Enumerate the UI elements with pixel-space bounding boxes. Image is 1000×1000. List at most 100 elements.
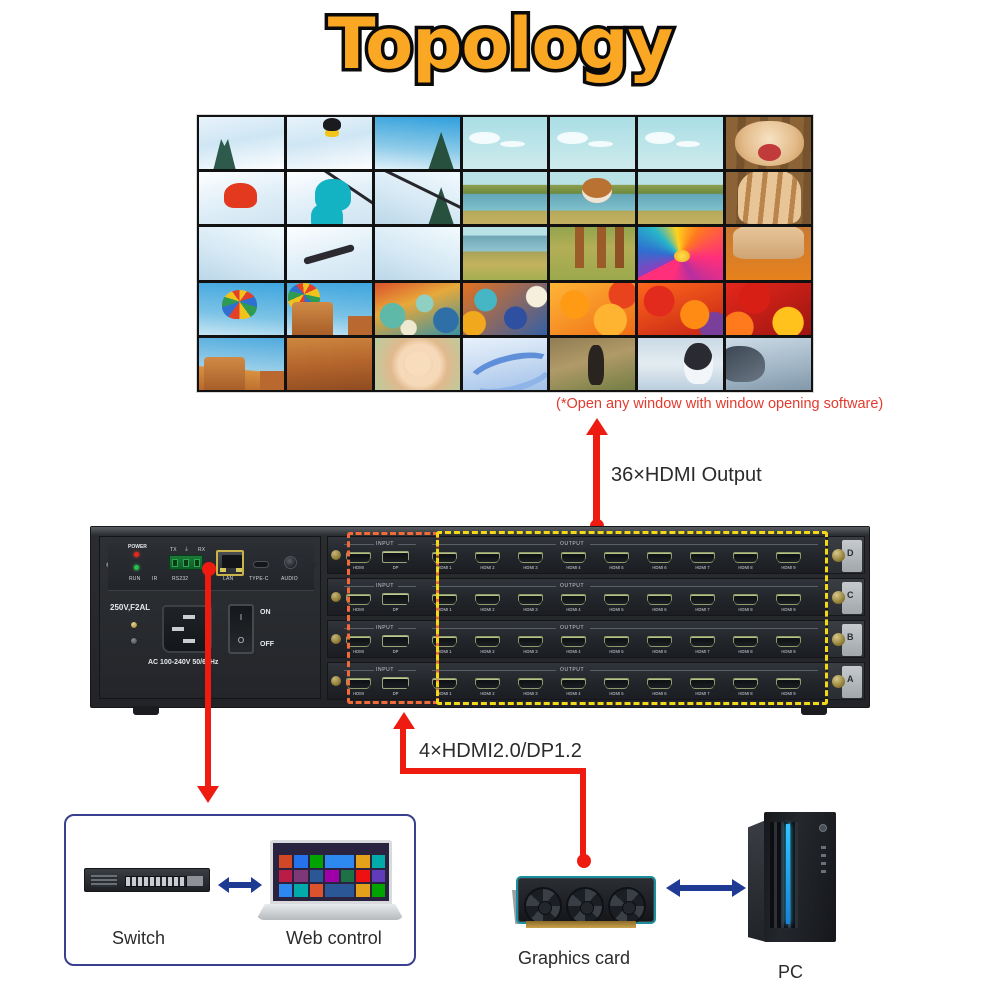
wall-screen [550, 227, 636, 280]
input-section-label: INPUT [376, 583, 394, 589]
gpu-fan-icon [524, 887, 562, 925]
card-slot-ear[interactable]: B [827, 620, 865, 658]
input-dp-port[interactable] [382, 635, 409, 647]
output-hdmi-port[interactable] [432, 678, 457, 689]
output-hdmi-port[interactable] [561, 594, 586, 605]
output-hdmi-port[interactable] [647, 594, 672, 605]
output-hdmi-port[interactable] [733, 552, 758, 563]
card-slot-ear[interactable]: C [827, 578, 865, 616]
output-hdmi-label: HDMI 1 [437, 607, 452, 612]
lan-arrow-head [197, 786, 219, 803]
switch-off-label: OFF [260, 641, 274, 648]
card-thumbscrew[interactable] [331, 676, 341, 686]
power-led-label: POWER [128, 544, 147, 550]
output-hdmi-port[interactable] [518, 594, 543, 605]
card-thumbscrew[interactable] [331, 592, 341, 602]
input-rule-right [398, 670, 416, 671]
output-hdmi-port[interactable] [475, 552, 500, 563]
output-hdmi-port[interactable] [647, 552, 672, 563]
output-section-label: OUTPUT [560, 625, 585, 631]
lan-port[interactable] [216, 550, 244, 576]
output-hdmi-port[interactable] [776, 552, 801, 563]
input-hdmi-port[interactable] [346, 552, 371, 563]
network-switch-device [84, 868, 210, 892]
output-hdmi-port[interactable] [776, 594, 801, 605]
input-count-label: 4×HDMI2.0/DP1.2 [419, 740, 582, 762]
card-thumbscrew[interactable] [331, 550, 341, 560]
output-hdmi-port[interactable] [733, 636, 758, 647]
output-hdmi-port[interactable] [604, 678, 629, 689]
laptop-screen [270, 840, 392, 904]
output-hdmi-port[interactable] [776, 636, 801, 647]
output-hdmi-port[interactable] [561, 552, 586, 563]
card-slot-ears: D C B A [823, 536, 867, 700]
output-hdmi-port[interactable] [518, 678, 543, 689]
card-thumbscrew[interactable] [331, 634, 341, 644]
pc-tower-device [748, 812, 836, 942]
gpu-shroud [518, 878, 654, 925]
input-dp-port[interactable] [382, 551, 409, 563]
input-rule-left [344, 544, 374, 545]
input-rule-left [344, 586, 374, 587]
ear-thumbscrew[interactable] [832, 549, 845, 562]
output-hdmi-port[interactable] [604, 552, 629, 563]
card-slot-ear[interactable]: A [827, 662, 865, 700]
io-card[interactable]: INPUT HDMI DP OUTPUT HDMI 1 HDMI 2 HDMI … [327, 662, 827, 700]
output-rule-left [432, 670, 556, 671]
output-hdmi-port[interactable] [690, 552, 715, 563]
output-hdmi-port[interactable] [561, 636, 586, 647]
windows-tiles [279, 855, 385, 897]
output-hdmi-port[interactable] [647, 678, 672, 689]
output-hdmi-port[interactable] [733, 678, 758, 689]
input-dp-port[interactable] [382, 677, 409, 689]
chassis-foot [801, 706, 827, 715]
output-hdmi-label: HDMI 6 [652, 565, 667, 570]
output-hdmi-port[interactable] [432, 636, 457, 647]
ac-power-inlet[interactable] [162, 605, 212, 653]
card-slot-ear[interactable]: D [827, 536, 865, 574]
input-dp-port[interactable] [382, 593, 409, 605]
output-hdmi-port[interactable] [518, 636, 543, 647]
output-hdmi-label: HDMI 5 [609, 649, 624, 654]
io-card[interactable]: INPUT HDMI DP OUTPUT HDMI 1 HDMI 2 HDMI … [327, 620, 827, 658]
wall-screen [286, 227, 372, 280]
input-hdmi-port[interactable] [346, 636, 371, 647]
output-hdmi-port[interactable] [475, 594, 500, 605]
ear-thumbscrew[interactable] [832, 675, 845, 688]
type-c-port[interactable] [253, 561, 269, 568]
slot-letter: D [847, 548, 854, 558]
input-hdmi-port[interactable] [346, 678, 371, 689]
output-hdmi-port[interactable] [475, 636, 500, 647]
output-hdmi-port[interactable] [518, 552, 543, 563]
io-card-stack: INPUT HDMI DP OUTPUT HDMI 1 HDMI 2 HDMI … [327, 536, 827, 700]
ground-label: ⏚ [184, 547, 190, 553]
output-hdmi-port[interactable] [604, 636, 629, 647]
output-hdmi-port[interactable] [776, 678, 801, 689]
output-section-label: OUTPUT [560, 583, 585, 589]
audio-jack[interactable] [284, 556, 297, 569]
wall-screen [462, 117, 548, 170]
output-hdmi-port[interactable] [690, 636, 715, 647]
wall-screen [199, 282, 284, 335]
output-hdmi-port[interactable] [432, 594, 457, 605]
power-button-icon[interactable] [819, 824, 827, 832]
rs232-terminal-block[interactable] [169, 555, 203, 570]
input-hdmi-port[interactable] [346, 594, 371, 605]
output-hdmi-port[interactable] [432, 552, 457, 563]
output-hdmi-port[interactable] [690, 594, 715, 605]
input-rule-left [344, 628, 374, 629]
ear-thumbscrew[interactable] [832, 591, 845, 604]
wall-screen [550, 117, 636, 170]
ear-thumbscrew[interactable] [832, 633, 845, 646]
output-hdmi-port[interactable] [690, 678, 715, 689]
output-hdmi-port[interactable] [475, 678, 500, 689]
io-card[interactable]: INPUT HDMI DP OUTPUT HDMI 1 HDMI 2 HDMI … [327, 536, 827, 574]
output-hdmi-port[interactable] [733, 594, 758, 605]
output-hdmi-port[interactable] [604, 594, 629, 605]
pc-side-panel [748, 820, 766, 942]
io-card[interactable]: INPUT HDMI DP OUTPUT HDMI 1 HDMI 2 HDMI … [327, 578, 827, 616]
power-rocker-switch[interactable]: I O [228, 604, 254, 654]
output-hdmi-port[interactable] [647, 636, 672, 647]
output-hdmi-port[interactable] [561, 678, 586, 689]
